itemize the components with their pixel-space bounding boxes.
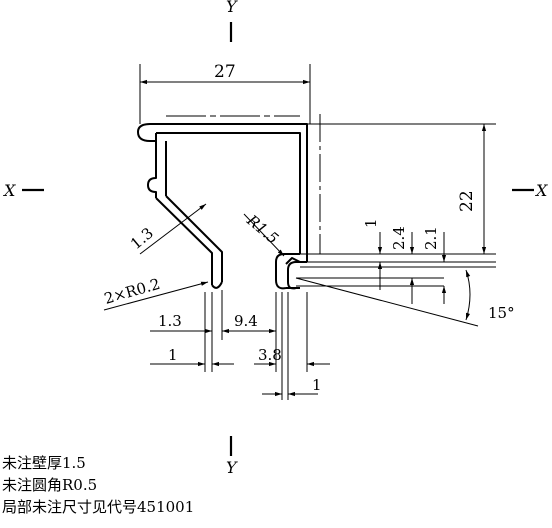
axis-label-y-bottom: Y	[226, 458, 238, 477]
notes-block: 未注壁厚1.5 未注圆角R0.5 局部未注尺寸见代号451001	[2, 452, 194, 518]
dim-label-1-bottom-right: 1	[312, 376, 322, 394]
dim-label-1-right: 1	[362, 218, 380, 228]
dim-angle	[465, 269, 471, 321]
dim-bottom	[150, 290, 330, 400]
dim-label-27: 27	[214, 62, 236, 82]
reference-lines	[139, 64, 496, 327]
dim-label-3-8: 3.8	[258, 346, 282, 364]
dim-radius	[243, 213, 285, 257]
dim-wall-diag	[139, 203, 207, 255]
dim-label-1-3-bottom: 1.3	[158, 312, 182, 330]
dim-label-9-4: 9.4	[234, 312, 258, 330]
dim-label-2-4: 2.4	[390, 226, 408, 250]
dim-label-wall-diag: 1.3	[127, 224, 157, 253]
dim-27	[140, 79, 310, 117]
dim-small-vertical	[377, 232, 447, 304]
dim-fillet	[103, 281, 209, 311]
axis-label-x-right: X	[534, 181, 548, 200]
axis-marks	[22, 22, 534, 456]
note-local-dimensions: 局部未注尺寸见代号451001	[2, 498, 195, 516]
extrusion-profile	[137, 123, 308, 290]
dim-label-angle: 15°	[488, 304, 515, 322]
dim-label-radius: R1.5	[243, 211, 282, 248]
dim-label-2-1: 2.1	[422, 226, 440, 250]
axis-label-y-top: Y	[226, 0, 238, 16]
note-fillet-radius: 未注圆角R0.5	[2, 476, 98, 494]
dim-label-1-bottom-left: 1	[168, 346, 178, 364]
axis-label-x-left: X	[2, 181, 16, 200]
note-wall-thickness: 未注壁厚1.5	[2, 454, 86, 472]
dim-label-22: 22	[457, 190, 477, 212]
